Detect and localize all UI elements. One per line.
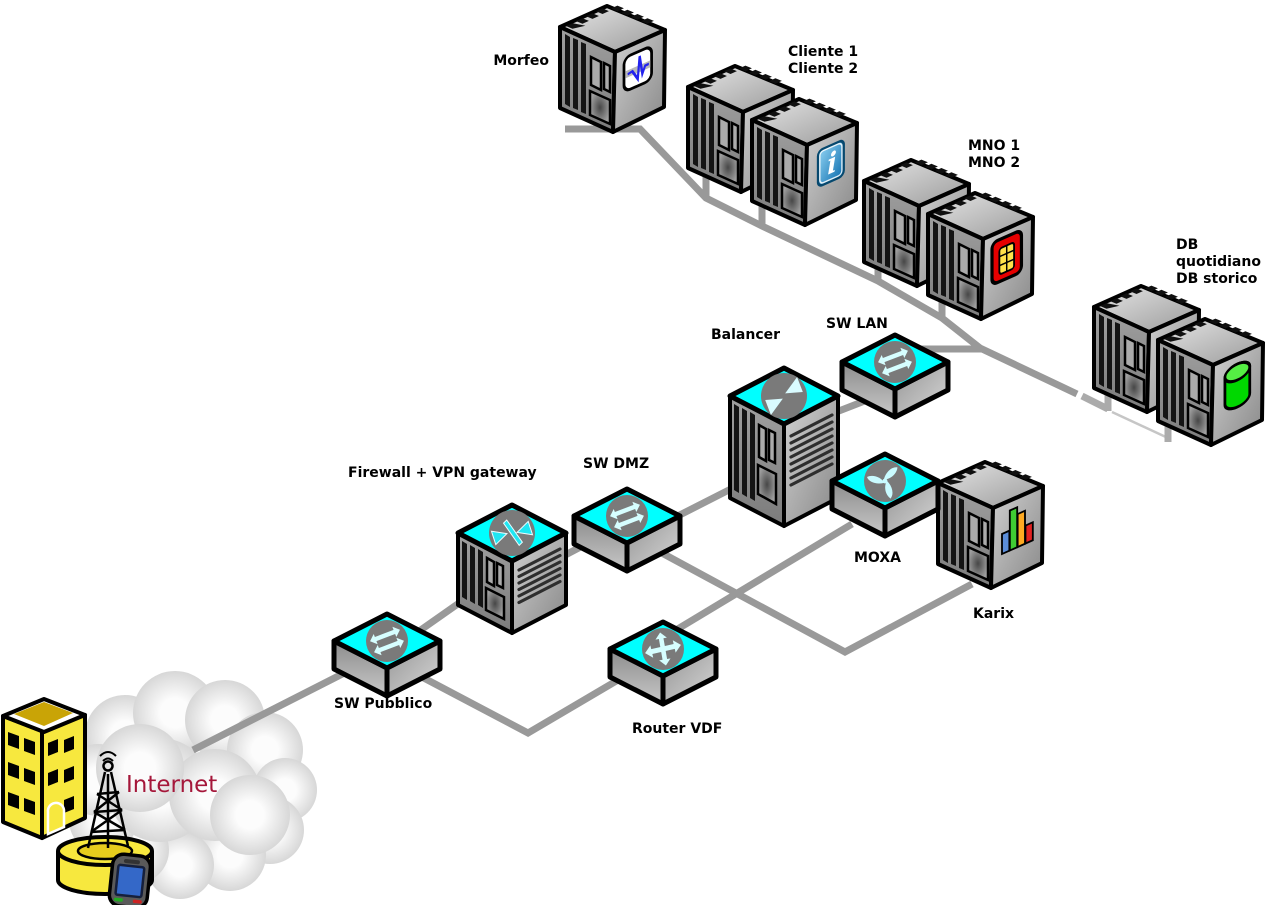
router-vdf xyxy=(610,622,716,704)
network-links xyxy=(191,386,974,754)
info-glyph: i xyxy=(827,145,837,182)
label-db: DB quotidiano DB storico xyxy=(1176,237,1280,288)
switch-sw-dmz xyxy=(574,489,680,571)
building-windows xyxy=(8,732,74,815)
server-karix xyxy=(936,459,1045,590)
link-internet-swpubblico xyxy=(191,660,364,754)
appliance-firewall-vpn xyxy=(455,502,569,635)
label-mno-1: MNO 1 xyxy=(968,138,1021,154)
vent-lines xyxy=(517,547,562,605)
server-db-storico xyxy=(1156,316,1265,447)
label-sw-pubblico: SW Pubblico xyxy=(334,696,433,712)
label-cliente-2: Cliente 2 xyxy=(788,61,859,77)
link-moxa-router xyxy=(674,521,854,633)
vent-lines xyxy=(789,413,834,487)
label-db-quotidiano: DB quotidiano xyxy=(1176,237,1261,270)
label-firewall-vpn: Firewall + VPN gateway xyxy=(348,465,537,481)
sim-card-icon xyxy=(990,229,1024,285)
label-mno-2: MNO 2 xyxy=(968,155,1021,171)
label-karix: Karix xyxy=(973,606,1015,622)
link-swpubblico-router xyxy=(418,672,620,738)
label-db-storico: DB storico xyxy=(1176,271,1258,287)
mobile-phone xyxy=(107,852,153,905)
label-router-vdf: Router VDF xyxy=(632,721,723,737)
server-morfeo xyxy=(558,3,667,135)
label-mno: MNO 1 MNO 2 xyxy=(968,138,1020,172)
database-icon xyxy=(1223,360,1252,411)
lan-bus xyxy=(565,125,1172,442)
label-cliente: Cliente 1 Cliente 2 xyxy=(788,44,858,78)
server-mno-2 xyxy=(926,190,1035,321)
pulse-monitor-icon xyxy=(622,46,653,92)
label-internet: Internet xyxy=(126,772,218,798)
label-sw-lan: SW LAN xyxy=(826,316,888,332)
label-morfeo: Morfeo xyxy=(493,53,549,69)
appliance-balancer xyxy=(727,365,841,528)
radio-antenna-tower xyxy=(86,751,130,849)
label-cliente-1: Cliente 1 xyxy=(788,44,859,60)
bar-chart-icon xyxy=(1001,505,1034,556)
label-sw-dmz: SW DMZ xyxy=(583,456,650,472)
server-cliente-2: i xyxy=(750,96,859,227)
label-moxa: MOXA xyxy=(854,550,901,566)
info-icon: i xyxy=(816,139,845,187)
phone-screen xyxy=(114,863,146,899)
building-door xyxy=(46,801,66,836)
label-balancer: Balancer xyxy=(711,327,781,343)
office-building xyxy=(1,697,87,840)
link-swdmz-karix xyxy=(658,548,974,656)
